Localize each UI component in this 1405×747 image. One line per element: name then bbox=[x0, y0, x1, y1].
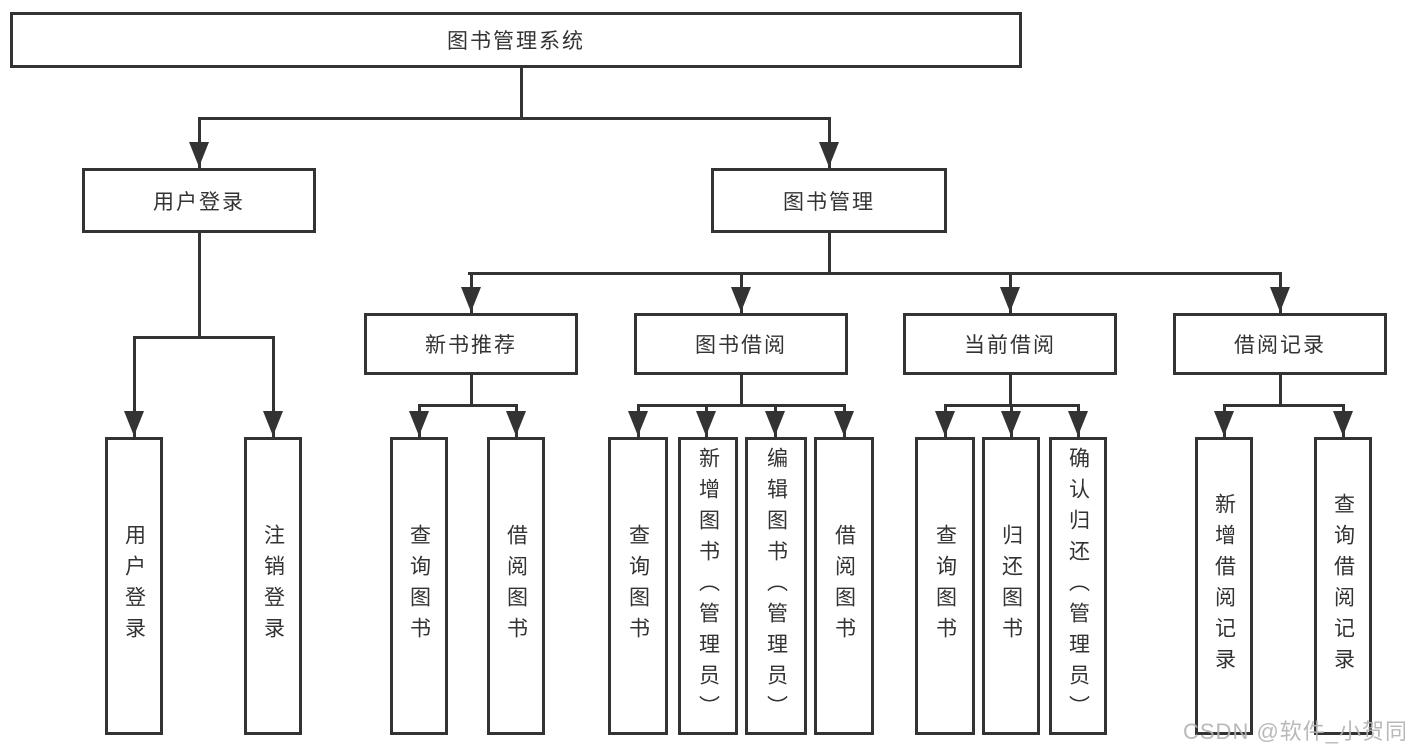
arrow-down-icon bbox=[1214, 411, 1234, 436]
arrow-down-icon bbox=[834, 411, 854, 436]
arrow-down-icon bbox=[124, 411, 144, 436]
leaf-borrow-book: 借阅图书 bbox=[487, 437, 545, 735]
arrow-down-icon bbox=[731, 287, 751, 312]
arrow-down-icon bbox=[263, 411, 283, 436]
arrow-down-icon bbox=[189, 142, 209, 167]
leaf-logout: 注销登录 bbox=[244, 437, 302, 735]
arrow-down-icon bbox=[1068, 411, 1088, 436]
leaf-return-book: 归还图书 bbox=[982, 437, 1040, 735]
arrow-down-icon bbox=[1333, 411, 1353, 436]
leaf-query-book: 查询图书 bbox=[390, 437, 448, 735]
branch-borrow-hline bbox=[637, 404, 846, 407]
branch-current-vline bbox=[1009, 375, 1012, 404]
arrow-down-icon bbox=[819, 142, 839, 167]
branch-mgmt-hline bbox=[468, 272, 1282, 275]
root-hline bbox=[198, 117, 831, 120]
leaf-add-borrow-record: 新增借阅记录 bbox=[1195, 437, 1253, 735]
node-book-mgmt: 图书管理 bbox=[711, 168, 947, 233]
leaf-borrow-book: 借阅图书 bbox=[814, 437, 874, 735]
node-library-system: 图书管理系统 bbox=[10, 12, 1022, 68]
node-new-book-recommend: 新书推荐 bbox=[364, 313, 578, 375]
arrow-down-icon bbox=[765, 411, 785, 436]
node-borrow-record: 借阅记录 bbox=[1173, 313, 1387, 375]
leaf-edit-book-admin: 编辑图书（管理员） bbox=[745, 437, 807, 735]
leaf-user-login: 用户登录 bbox=[105, 437, 163, 735]
leaf-add-book-admin: 新增图书（管理员） bbox=[678, 437, 738, 735]
node-current-borrow: 当前借阅 bbox=[903, 313, 1117, 375]
branch-newbook-hline bbox=[418, 404, 518, 407]
arrow-down-icon bbox=[935, 411, 955, 436]
branch-record-hline bbox=[1223, 404, 1345, 407]
branch-user-vline bbox=[198, 233, 201, 336]
arrow-down-icon bbox=[461, 287, 481, 312]
stub-leaf-logout bbox=[272, 336, 275, 437]
stub-leaf-login bbox=[133, 336, 136, 437]
arrow-down-icon bbox=[1270, 287, 1290, 312]
csdn-watermark: CSDN @软件_小贺同学 bbox=[1183, 719, 1405, 744]
root-vline bbox=[520, 68, 523, 117]
branch-user-hline bbox=[133, 336, 275, 339]
branch-borrow-vline bbox=[740, 375, 743, 404]
arrow-down-icon bbox=[506, 411, 526, 436]
node-user-login: 用户登录 bbox=[82, 168, 316, 233]
branch-mgmt-vline bbox=[828, 233, 831, 272]
leaf-query-book: 查询图书 bbox=[915, 437, 975, 735]
leaf-query-book: 查询图书 bbox=[608, 437, 668, 735]
leaf-confirm-return-admin: 确认归还（管理员） bbox=[1049, 437, 1107, 735]
arrow-down-icon bbox=[628, 411, 648, 436]
arrow-down-icon bbox=[696, 411, 716, 436]
arrow-down-icon bbox=[409, 411, 429, 436]
arrow-down-icon bbox=[1000, 287, 1020, 312]
node-book-borrow: 图书借阅 bbox=[634, 313, 848, 375]
branch-record-vline bbox=[1279, 375, 1282, 404]
arrow-down-icon bbox=[1001, 411, 1021, 436]
branch-newbook-vline bbox=[470, 375, 473, 404]
leaf-query-borrow-record: 查询借阅记录 bbox=[1314, 437, 1372, 735]
